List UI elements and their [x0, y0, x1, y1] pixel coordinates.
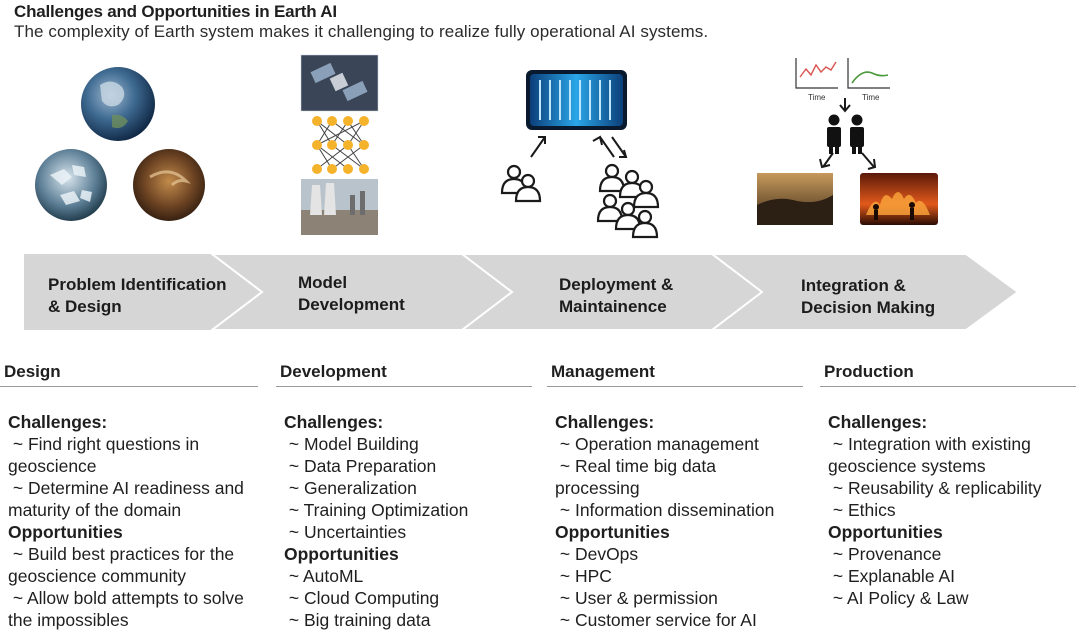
column-production: Production Challenges: Integration with … — [820, 358, 1076, 609]
challenge-item: Reusability & replicability — [828, 477, 1076, 499]
challenge-item: Information dissemination — [555, 499, 803, 521]
opportunity-item: Big training data — [284, 609, 532, 631]
challenge-item: Ethics — [828, 499, 1076, 521]
opportunity-item: Cloud Computing — [284, 587, 532, 609]
stage-label-deployment: Deployment & Maintainence — [559, 275, 674, 316]
opportunities-heading: Opportunities — [284, 544, 399, 564]
opportunity-item: Allow bold attempts to solve the impossi… — [8, 587, 258, 631]
stage-label-integration: Integration & Decision Making — [801, 276, 936, 317]
challenges-heading: Challenges: — [828, 412, 928, 432]
column-body: Challenges: Model Building Data Preparat… — [276, 411, 532, 631]
column-management: Management Challenges: Operation managem… — [547, 358, 803, 631]
column-body: Challenges: Integration with existing ge… — [820, 411, 1076, 609]
earth-globe-icon — [81, 67, 155, 141]
column-heading: Management — [547, 358, 803, 387]
sea-ice-globe-icon — [35, 149, 107, 221]
stage-chevron-4 — [709, 253, 1020, 331]
column-design: Design Challenges: Find right questions … — [0, 358, 258, 631]
chart-time-label-2: Time — [862, 93, 880, 102]
opportunity-item: Build best practices for the geoscience … — [8, 543, 258, 587]
challenge-item: Find right questions in geoscience — [8, 433, 258, 477]
opportunities-heading: Opportunities — [8, 522, 123, 542]
page-subtitle: The complexity of Earth system makes it … — [14, 22, 709, 41]
opportunity-item: HPC — [555, 565, 803, 587]
opportunity-item: Provenance — [828, 543, 1076, 565]
stage-label-problem-identification: Problem Identification & Design — [48, 275, 227, 316]
opportunity-item: Explanable AI — [828, 565, 1076, 587]
storm-globe-icon — [133, 149, 205, 221]
column-heading: Development — [276, 358, 532, 387]
chart-time-label-1: Time — [808, 93, 826, 102]
opportunities-heading: Opportunities — [828, 522, 943, 542]
page-title: Challenges and Opportunities in Earth AI — [14, 2, 337, 21]
challenge-item: Data Preparation — [284, 455, 532, 477]
challenge-item: Integration with existing geoscience sys… — [828, 433, 1076, 477]
column-body: Challenges: Operation management Real ti… — [547, 411, 803, 631]
challenges-heading: Challenges: — [8, 412, 108, 432]
wildfire-icon — [860, 173, 938, 225]
column-heading: Design — [0, 358, 258, 387]
challenge-item: Determine AI readiness and maturity of t… — [8, 477, 258, 521]
column-heading: Production — [820, 358, 1076, 387]
column-development: Development Challenges: Model Building D… — [276, 358, 532, 631]
opportunity-item: AI Policy & Law — [828, 587, 1076, 609]
stage-illustrations: Time Time — [35, 54, 938, 239]
process-chevron-band — [24, 253, 1020, 331]
challenges-heading: Challenges: — [284, 412, 384, 432]
column-body: Challenges: Find right questions in geos… — [0, 411, 258, 631]
challenge-item: Model Building — [284, 433, 532, 455]
stage-label-model-development: Model Development — [298, 273, 405, 314]
server-rack-icon — [526, 70, 627, 130]
opportunity-item: User & permission — [555, 587, 803, 609]
decision-makers-icon — [827, 114, 864, 154]
challenge-item: Generalization — [284, 477, 532, 499]
challenge-item: Operation management — [555, 433, 803, 455]
opportunity-item: DevOps — [555, 543, 803, 565]
neural-network-icon — [312, 116, 369, 174]
opportunity-item: AutoML — [284, 565, 532, 587]
challenge-item: Real time big data processing — [555, 455, 803, 499]
challenges-heading: Challenges: — [555, 412, 655, 432]
satellite-icon — [300, 54, 379, 112]
power-plant-icon — [301, 179, 378, 235]
user-group-icon — [596, 163, 660, 239]
stage-chevron-1 — [24, 254, 276, 330]
user-pair-icon — [500, 164, 542, 203]
opportunities-heading: Opportunities — [555, 522, 670, 542]
opportunity-item: Customer service for AI — [555, 609, 803, 631]
time-series-chart-icon: Time Time — [795, 58, 890, 102]
desert-landscape-icon — [757, 173, 833, 225]
challenge-item: Uncertainties — [284, 521, 532, 543]
challenge-item: Training Optimization — [284, 499, 532, 521]
